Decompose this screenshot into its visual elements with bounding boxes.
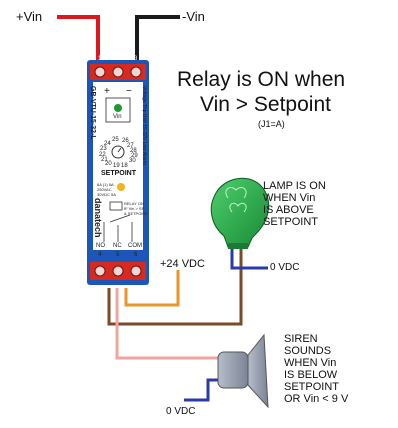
wire-vin-minus	[135, 15, 180, 62]
dial-number: 22	[99, 152, 106, 158]
relay-small-line: IF Vin > SP	[124, 206, 145, 211]
dial-number: 18	[121, 163, 128, 169]
bottom-terminal-4	[94, 265, 106, 277]
setpoint-dial-pointer	[117, 147, 122, 153]
siren-note: SIREN SOUNDS WHEN Vin IS BELOW SETPOINT …	[284, 333, 348, 405]
siren-note-line: WHEN Vin	[284, 357, 337, 369]
vin-plus-label: +Vin	[16, 9, 43, 24]
lamp-note: LAMP IS ON WHEN Vin IS ABOVE SETPOINT	[263, 180, 326, 228]
minus-sign: −	[126, 86, 132, 97]
dial-number: 21	[101, 157, 108, 163]
lamp-note-line: LAMP IS ON	[263, 180, 326, 192]
terminal-label-no: NO	[96, 243, 105, 249]
brand-label: danatech	[93, 198, 103, 238]
terminal-label-com: COM	[128, 243, 142, 249]
top-terminal-1	[94, 66, 106, 78]
description-label: Voltage Trip Unit 15-32V Low Alarm	[141, 86, 147, 165]
dial-number: 24	[104, 141, 111, 147]
wire-lamp-ground	[230, 243, 268, 270]
relay-spec-line: 250VAC	[97, 187, 112, 192]
lamp-base	[228, 243, 248, 249]
top-terminal-2	[112, 66, 124, 78]
headline-line-1: Relay is ON when	[177, 68, 346, 91]
relay-small-text: RELAY ON IF Vin > SP & SETPOINT	[124, 201, 148, 216]
status-led	[117, 183, 125, 191]
wire-vin-plus	[57, 15, 100, 62]
plus-sign: +	[104, 86, 110, 97]
vin-indicator-box	[105, 97, 131, 123]
setpoint-label: SETPOINT	[101, 170, 137, 177]
headline-line-3: (J1=A)	[258, 119, 285, 129]
setpoint-dial	[111, 145, 125, 159]
siren-note-line: SIREN	[284, 333, 318, 345]
terminal-number-6: 6	[134, 252, 138, 258]
v24-label: +24 VDC	[160, 258, 205, 270]
lamp-filament	[225, 187, 247, 213]
siren-driver	[217, 351, 249, 389]
dial-number: 28	[130, 148, 137, 154]
wire-siren-ground	[184, 378, 218, 402]
siren-note-line: SOUNDS	[284, 345, 332, 357]
terminal-label-nc: NC	[113, 243, 122, 249]
relay-small-line: RELAY ON	[124, 201, 144, 206]
top-terminal-3	[130, 66, 142, 78]
lamp-note-line: IS ABOVE	[263, 204, 314, 216]
wire-to-lamp	[107, 247, 243, 326]
dial-number: 25	[112, 137, 119, 143]
vin-label: Vin	[113, 114, 122, 120]
dial-number: 23	[100, 146, 107, 152]
zero-vdc-siren-label: 0 VDC	[166, 406, 196, 417]
relay-small-line: & SETPOINT	[124, 211, 148, 216]
lamp-note-line: WHEN Vin	[263, 192, 316, 204]
bottom-terminal-5	[112, 265, 124, 277]
siren-note-line: SETPOINT	[284, 381, 340, 393]
dial-number: 26	[122, 138, 129, 144]
siren-note-line: OR Vin < 9 V	[284, 393, 349, 405]
vin-minus-label: -Vin	[182, 9, 205, 24]
vin-led	[114, 104, 122, 112]
bottom-terminal-6	[130, 265, 142, 277]
terminal-number-4: 4	[98, 252, 102, 258]
dial-number: 30	[129, 158, 136, 164]
relay-spec-line: 30VDC 5A	[97, 192, 116, 197]
top-terminal-number-3: 3	[134, 56, 138, 62]
zero-vdc-lamp-label: 0 VDC	[270, 262, 300, 273]
dial-number: 27	[127, 143, 134, 149]
terminal-number-5: 5	[116, 252, 120, 258]
lamp-bulb	[210, 177, 270, 248]
relay-spec-line: 8A (1) 5A	[97, 182, 114, 187]
relay-contact-line	[109, 214, 131, 223]
dial-number: 29	[131, 153, 138, 159]
siren-note-line: IS BELOW	[284, 369, 338, 381]
top-terminal-number-1: 1	[98, 56, 102, 62]
model-label: GB-VTU-15-32-L	[89, 86, 96, 140]
dial-number: 19	[113, 163, 120, 169]
wire-to-siren	[115, 288, 225, 360]
wire-24vdc	[124, 270, 180, 307]
relay-symbol	[109, 201, 123, 211]
top-terminal-number-2: 2	[116, 56, 120, 62]
siren-horn	[247, 333, 269, 409]
headline-line-2: Vin > Setpoint	[200, 93, 331, 116]
lamp-note-line: SETPOINT	[263, 216, 319, 228]
dial-number: 20	[105, 161, 112, 167]
relay-spec: 8A (1) 5A 250VAC 30VDC 5A	[97, 182, 116, 197]
